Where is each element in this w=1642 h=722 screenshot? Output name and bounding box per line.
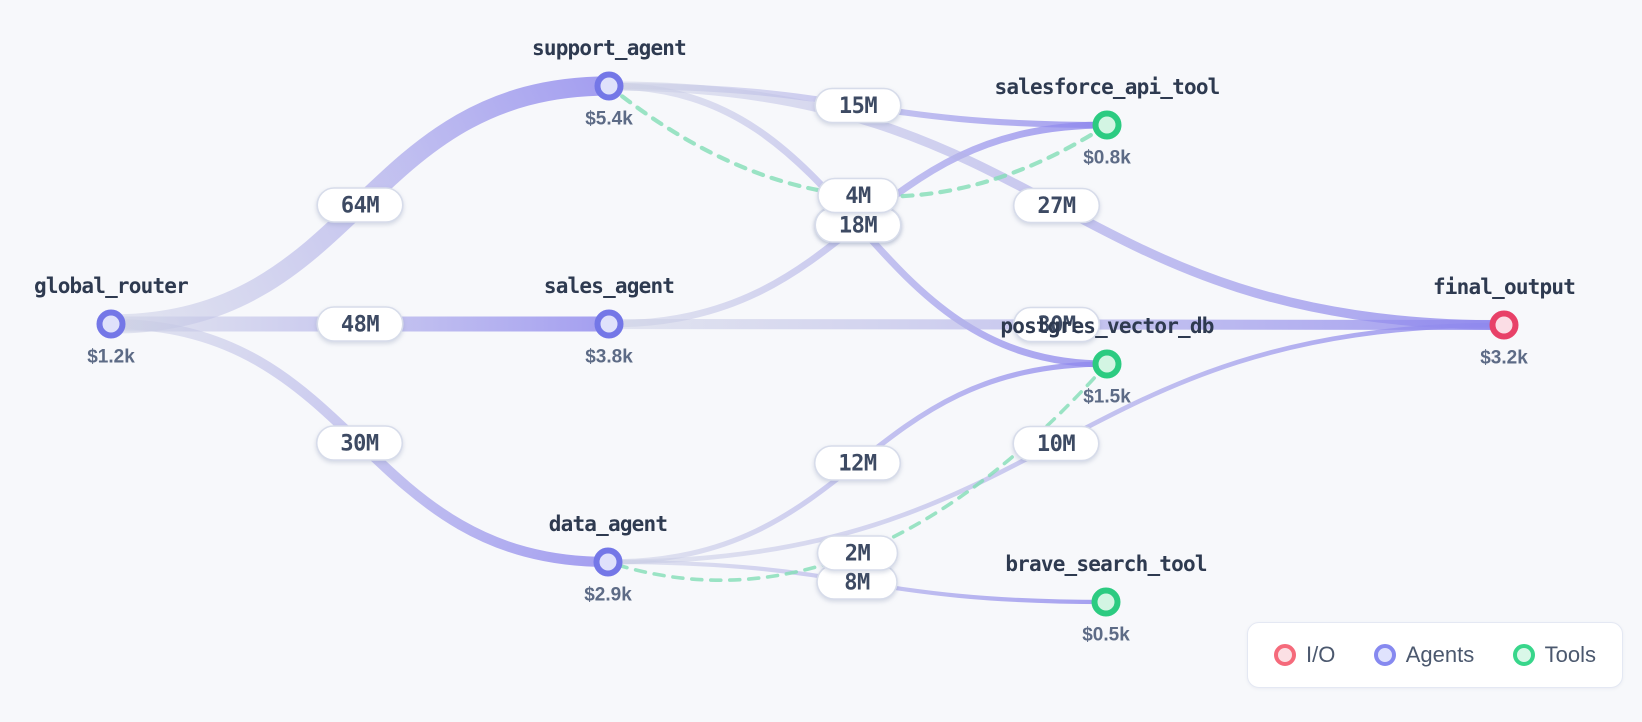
svg-text:27M: 27M bbox=[1037, 194, 1075, 219]
node-sales_agent[interactable] bbox=[594, 309, 624, 339]
node-label-postgres_vector_db: postgres_vector_db bbox=[1000, 314, 1213, 338]
legend-label-agent: Agents bbox=[1405, 642, 1475, 667]
node-support_agent[interactable] bbox=[594, 71, 624, 101]
node-cost-salesforce_api_tool: $0.8k bbox=[1083, 148, 1131, 169]
node-data_agent[interactable] bbox=[593, 547, 623, 577]
node-salesforce_api_tool[interactable] bbox=[1092, 110, 1122, 140]
legend-label-tool: Tools bbox=[1544, 642, 1596, 667]
svg-text:2M: 2M bbox=[845, 542, 871, 567]
edge-label-postgres_vector_db-to-data_agent: 2M bbox=[816, 535, 899, 571]
edge-label-sales_agent-to-final_output: 30M bbox=[1012, 306, 1101, 343]
legend-item-tool[interactable]: Tools bbox=[1512, 642, 1596, 668]
svg-text:30M: 30M bbox=[340, 432, 378, 457]
legend: I/O Agents Tools bbox=[1247, 622, 1623, 688]
legend-tool-dot-icon bbox=[1512, 644, 1535, 666]
node-cost-postgres_vector_db: $1.5k bbox=[1083, 387, 1131, 408]
edge-label-data_agent-to-postgres_vector_db: 12M bbox=[813, 445, 902, 481]
svg-text:30M: 30M bbox=[1037, 313, 1075, 338]
node-label-global_router: global_router bbox=[34, 274, 188, 298]
edge-label-data_agent-to-brave_search_tool: 8M bbox=[816, 564, 898, 600]
node-label-sales_agent: sales_agent bbox=[544, 274, 674, 298]
svg-text:8M: 8M bbox=[844, 571, 870, 596]
node-label-support_agent: support_agent bbox=[532, 36, 686, 60]
legend-agent-dot-icon bbox=[1373, 644, 1396, 666]
legend-item-io[interactable]: I/O bbox=[1274, 642, 1335, 668]
node-cost-global_router: $1.2k bbox=[87, 347, 135, 368]
node-cost-data_agent: $2.9k bbox=[584, 585, 632, 606]
node-cost-sales_agent: $3.8k bbox=[585, 347, 633, 368]
node-label-salesforce_api_tool: salesforce_api_tool bbox=[994, 75, 1219, 99]
node-cost-final_output: $3.2k bbox=[1480, 348, 1528, 369]
legend-label-io: I/O bbox=[1306, 642, 1336, 667]
edge-label-support_agent-to-postgres_vector_db: 18M bbox=[814, 207, 902, 243]
svg-text:48M: 48M bbox=[341, 313, 379, 338]
node-label-data_agent: data_agent bbox=[549, 512, 667, 536]
svg-text:10M: 10M bbox=[1037, 432, 1075, 457]
edge-label-data_agent-to-final_output: 10M bbox=[1012, 425, 1100, 462]
svg-text:15M: 15M bbox=[839, 94, 877, 119]
node-label-final_output: final_output bbox=[1433, 275, 1575, 299]
legend-io-dot-icon bbox=[1274, 644, 1296, 666]
svg-text:18M: 18M bbox=[839, 214, 877, 239]
svg-text:12M: 12M bbox=[838, 452, 876, 477]
node-cost-brave_search_tool: $0.5k bbox=[1082, 625, 1130, 646]
edge-label-global_router-to-data_agent: 30M bbox=[315, 425, 404, 461]
svg-text:4M: 4M bbox=[845, 184, 871, 209]
node-postgres_vector_db[interactable] bbox=[1092, 349, 1122, 379]
edge-label-global_router-to-support_agent: 64M bbox=[316, 187, 404, 223]
edge-label-support_agent-to-salesforce_api_tool: 15M bbox=[814, 87, 902, 124]
legend-item-agent[interactable]: Agents bbox=[1373, 642, 1475, 668]
node-brave_search_tool[interactable] bbox=[1091, 587, 1121, 617]
edge-label-salesforce_api_tool-to-support_agent: 4M bbox=[817, 177, 899, 214]
edge-label-global_router-to-sales_agent: 48M bbox=[316, 306, 404, 342]
svg-text:64M: 64M bbox=[341, 194, 379, 219]
node-cost-support_agent: $5.4k bbox=[585, 109, 633, 130]
return-edge-salesforce_api_tool-to-support_agent[interactable] bbox=[606, 83, 1110, 199]
edge-label-support_agent-to-final_output: 27M bbox=[1012, 187, 1101, 224]
node-label-brave_search_tool: brave_search_tool bbox=[1005, 552, 1206, 576]
node-global_router[interactable] bbox=[96, 309, 126, 339]
node-final_output[interactable] bbox=[1489, 310, 1519, 340]
